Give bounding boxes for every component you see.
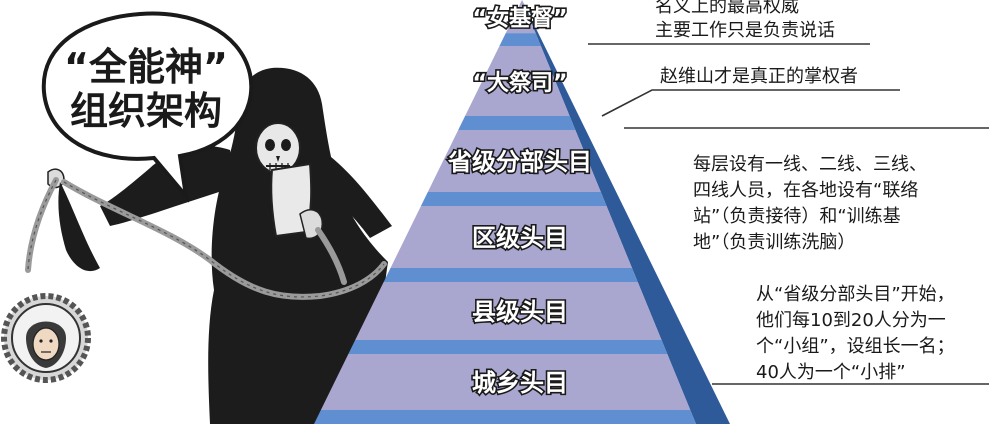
pyramid-tier-band-6 [314,410,696,424]
pyramid-tier-label-3: 省级分部头目 [447,148,592,176]
pyramid-tier-5 [355,282,662,340]
grim-reaper-figure [47,67,392,424]
pyramid-side-shade [522,0,730,424]
leader-lines [588,43,989,385]
note-middle-line-2: 四线人员，在各地设有“联络 [693,180,918,201]
note-middle-line-3: 站”（负责接待）和“训练基 [693,206,901,227]
note-bottom-line-3: 个“小组”，设组长一名； [756,336,955,357]
pyramid-tier-label-5: 县级头目 [472,298,568,326]
note-middle-line-1: 每层设有一线、二线、三线、 [693,154,927,175]
pyramid-tier-2 [465,46,570,116]
note-bottom-line-1: 从“省级分部头目”开始， [756,284,955,305]
note-top-line-2: 主要工作只是负责说话 [655,20,835,41]
leader-line-second [601,89,900,117]
pyramid-tier-4 [390,206,632,268]
pyramid-tier-band-4 [383,268,638,282]
skull-icon [255,122,301,174]
note-second: 赵维山才是真正的掌权者 [660,66,858,87]
note-bottom-line-4: 40人为一个“小排” [756,362,906,383]
note-bottom-line-2: 他们每10到20人分为一 [756,310,946,331]
note-top: 名义上的最高权威 主要工作只是负责说话 [655,0,835,41]
pyramid-tier-band-5 [348,340,668,354]
medallion-portrait-icon [1,293,91,383]
note-bottom: 从“省级分部头目”开始， 他们每10到20人分为一 个“小组”，设组长一名； 4… [756,284,955,383]
bubble-title-line1: “全能神” [64,45,228,89]
pyramid-tier-3 [427,130,601,192]
note-top-line-1: 名义上的最高权威 [655,0,799,17]
note-second-line-1: 赵维山才是真正的掌权者 [660,66,858,87]
pyramid-tier-6 [320,354,691,410]
pyramid-tier-1 [505,0,536,34]
pyramid-tier-label-6: 城乡头目 [472,369,568,397]
bubble-title-line2: 组织架构 [70,89,222,133]
note-middle-line-4: 地”（负责训练洗脑） [693,232,855,253]
pyramid-tier-label-1: “女基督” [473,6,568,32]
note-middle: 每层设有一线、二线、三线、 四线人员，在各地设有“联络 站”（负责接待）和“训练… [693,154,927,253]
pyramid-tier-band-1 [499,33,541,46]
pyramid-tier-band-2 [458,116,576,130]
pyramid-tier-band-3 [420,192,607,206]
pyramid-tier-label-4: 区级头目 [472,224,568,252]
pyramid-tier-label-2: “大祭司” [473,70,568,96]
speech-bubble [41,11,254,203]
